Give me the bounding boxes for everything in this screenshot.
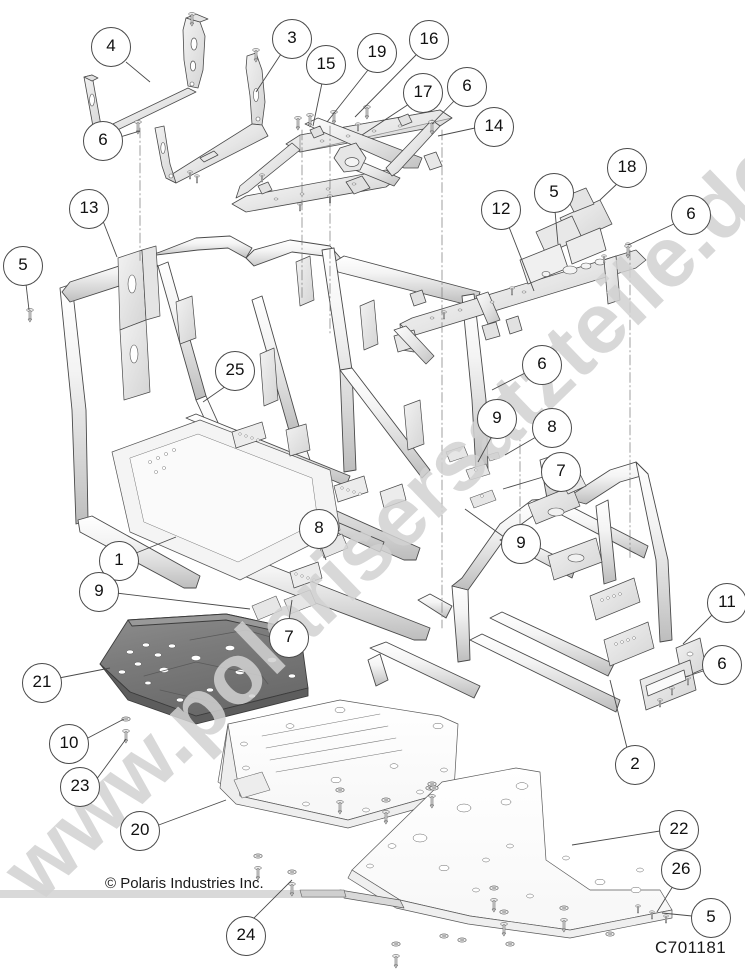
callout-8[interactable]: 8 — [532, 408, 572, 448]
callout-15[interactable]: 15 — [306, 45, 346, 85]
callout-16[interactable]: 16 — [409, 20, 449, 60]
callout-8[interactable]: 8 — [299, 509, 339, 549]
callout-10[interactable]: 10 — [49, 724, 89, 764]
callout-21[interactable]: 21 — [22, 663, 62, 703]
callout-25[interactable]: 25 — [215, 351, 255, 391]
callout-22[interactable]: 22 — [659, 810, 699, 850]
callout-5[interactable]: 5 — [3, 246, 43, 286]
callout-7[interactable]: 7 — [541, 452, 581, 492]
rear-bracket-11 — [639, 637, 707, 711]
copyright-notice: © Polaris Industries Inc. — [105, 875, 264, 892]
callout-11[interactable]: 11 — [707, 583, 745, 623]
callout-6[interactable]: 6 — [522, 345, 562, 385]
callout-6[interactable]: 6 — [702, 645, 742, 685]
callout-9[interactable]: 9 — [79, 572, 119, 612]
diagram-id-label: C701181 — [655, 938, 727, 957]
rear-skid-panel-22 — [0, 767, 673, 939]
callout-14[interactable]: 14 — [474, 107, 514, 147]
callout-20[interactable]: 20 — [120, 811, 160, 851]
callout-19[interactable]: 19 — [357, 33, 397, 73]
callout-12[interactable]: 12 — [481, 190, 521, 230]
fastener-group-789 — [445, 445, 501, 509]
callout-9[interactable]: 9 — [501, 524, 541, 564]
center-skid-panel-20 — [217, 699, 459, 829]
callout-5[interactable]: 5 — [691, 898, 731, 938]
callout-23[interactable]: 23 — [60, 767, 100, 807]
callout-6[interactable]: 6 — [447, 67, 487, 107]
frame-gussets — [117, 245, 425, 589]
callout-3[interactable]: 3 — [272, 19, 312, 59]
skid-plate-21 — [99, 613, 309, 725]
callout-18[interactable]: 18 — [607, 148, 647, 188]
callout-17[interactable]: 17 — [403, 73, 443, 113]
callout-5[interactable]: 5 — [534, 173, 574, 213]
callout-9[interactable]: 9 — [477, 399, 517, 439]
callout-26[interactable]: 26 — [661, 850, 701, 890]
bed-frame-rail-assembly — [231, 109, 453, 213]
callout-7[interactable]: 7 — [269, 618, 309, 658]
callout-24[interactable]: 24 — [226, 916, 266, 956]
callout-13[interactable]: 13 — [69, 189, 109, 229]
callout-6[interactable]: 6 — [671, 195, 711, 235]
bed-support-bracket-3 — [154, 52, 269, 184]
callout-4[interactable]: 4 — [91, 27, 131, 67]
callout-6[interactable]: 6 — [83, 121, 123, 161]
callout-2[interactable]: 2 — [615, 745, 655, 785]
